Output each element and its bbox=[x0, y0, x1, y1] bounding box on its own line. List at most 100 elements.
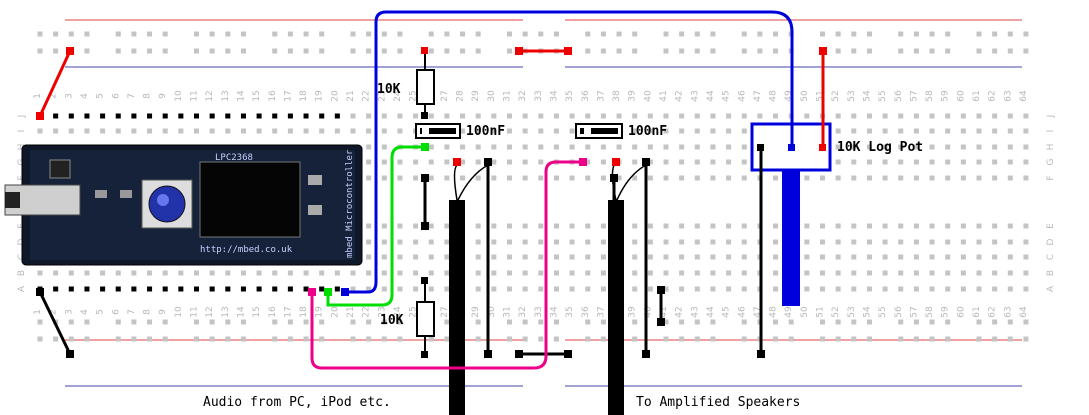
column-number: 37 bbox=[596, 90, 606, 101]
breadboard-hole bbox=[162, 270, 168, 276]
rail-hole bbox=[866, 319, 872, 325]
column-number: 57 bbox=[909, 306, 919, 317]
mbed-pin bbox=[194, 113, 199, 119]
column-number: 33 bbox=[534, 306, 544, 317]
mbed-pin bbox=[209, 286, 215, 292]
rail-hole bbox=[147, 31, 153, 37]
breadboard-hole bbox=[460, 175, 466, 181]
mbed-pin bbox=[178, 286, 184, 292]
rail-hole bbox=[945, 31, 951, 37]
breadboard-hole bbox=[475, 159, 481, 165]
breadboard-hole bbox=[147, 128, 153, 134]
breadboard-hole bbox=[444, 239, 450, 245]
row-letter: A bbox=[17, 285, 27, 292]
rail-hole bbox=[992, 48, 998, 54]
rail-hole bbox=[929, 31, 935, 37]
breadboard-hole bbox=[647, 144, 653, 150]
rail-hole bbox=[475, 336, 481, 342]
breadboard-hole bbox=[913, 239, 919, 245]
breadboard-hole bbox=[84, 128, 90, 134]
rail-hole bbox=[553, 336, 559, 342]
breadboard-hole bbox=[992, 239, 998, 245]
rail-hole bbox=[37, 336, 43, 342]
rail-hole bbox=[773, 31, 779, 37]
rail-hole bbox=[945, 336, 951, 342]
breadboard-hole bbox=[945, 286, 951, 292]
breadboard-hole bbox=[428, 113, 434, 119]
breadboard-hole bbox=[866, 113, 872, 119]
breadboard-hole bbox=[694, 239, 700, 245]
resistor-top bbox=[416, 47, 435, 119]
rail-hole bbox=[679, 31, 685, 37]
mbed-pin bbox=[68, 113, 74, 119]
rail-hole bbox=[929, 336, 935, 342]
rail-hole bbox=[913, 48, 919, 54]
breadboard-hole bbox=[507, 128, 512, 134]
breadboard-hole bbox=[303, 128, 309, 134]
breadboard-hole bbox=[866, 144, 872, 150]
column-number: 46 bbox=[737, 90, 747, 102]
column-number: 40 bbox=[643, 306, 653, 318]
breadboard-hole bbox=[100, 270, 106, 276]
breadboard-hole bbox=[663, 144, 669, 150]
rail-hole bbox=[366, 319, 372, 325]
row-letter: I bbox=[17, 130, 27, 133]
rail-hole bbox=[319, 48, 325, 54]
audio-input-cable bbox=[449, 164, 489, 415]
breadboard-hole bbox=[679, 175, 685, 181]
breadboard-hole bbox=[632, 113, 638, 119]
breadboard-hole bbox=[194, 270, 199, 276]
breadboard-hole bbox=[538, 239, 544, 245]
breadboard-hole bbox=[992, 270, 998, 276]
breadboard-hole bbox=[866, 223, 872, 229]
breadboard-hole bbox=[741, 144, 747, 150]
breadboard-hole bbox=[663, 270, 669, 276]
mbed-pin bbox=[256, 286, 262, 292]
breadboard-hole bbox=[1023, 144, 1029, 150]
column-number: 7 bbox=[127, 93, 137, 99]
rail-hole bbox=[741, 48, 747, 54]
breadboard-hole bbox=[428, 270, 434, 276]
breadboard-hole bbox=[835, 175, 841, 181]
breadboard-hole bbox=[882, 223, 888, 229]
breadboard-hole bbox=[600, 270, 606, 276]
breadboard-hole bbox=[741, 159, 747, 165]
mbed-pin bbox=[240, 286, 246, 292]
breadboard-hole bbox=[413, 239, 419, 245]
breadboard-hole bbox=[992, 128, 998, 134]
breadboard-hole bbox=[741, 270, 747, 276]
rail-hole bbox=[194, 319, 199, 325]
column-number: 36 bbox=[581, 306, 591, 318]
breadboard-hole bbox=[256, 270, 262, 276]
rail-hole bbox=[366, 48, 372, 54]
breadboard-hole bbox=[804, 239, 810, 245]
rail-hole bbox=[194, 336, 199, 342]
breadboard-hole bbox=[397, 223, 403, 229]
breadboard-hole bbox=[663, 159, 669, 165]
breadboard-hole bbox=[585, 113, 591, 119]
breadboard-hole bbox=[115, 270, 121, 276]
breadboard-hole bbox=[647, 254, 653, 260]
rail-hole bbox=[131, 31, 137, 37]
breadboard-hole bbox=[679, 270, 685, 276]
breadboard-hole bbox=[397, 113, 403, 119]
column-number: 1 bbox=[33, 93, 43, 99]
wire-green bbox=[324, 143, 429, 307]
breadboard-hole bbox=[366, 113, 372, 119]
breadboard-hole bbox=[209, 128, 215, 134]
breadboard-hole bbox=[945, 175, 951, 181]
column-number: 43 bbox=[690, 306, 700, 317]
breadboard-hole bbox=[929, 223, 935, 229]
breadboard-hole bbox=[741, 254, 747, 260]
breadboard-hole bbox=[632, 128, 638, 134]
breadboard-hole bbox=[585, 144, 591, 150]
breadboard-hole bbox=[522, 144, 528, 150]
breadboard-hole bbox=[1023, 175, 1029, 181]
breadboard-hole bbox=[162, 128, 168, 134]
breadboard-hole bbox=[726, 270, 732, 276]
breadboard-hole bbox=[647, 270, 653, 276]
breadboard-hole bbox=[898, 286, 904, 292]
breadboard-hole bbox=[366, 239, 372, 245]
breadboard-hole bbox=[507, 144, 512, 150]
rail-hole bbox=[679, 336, 685, 342]
